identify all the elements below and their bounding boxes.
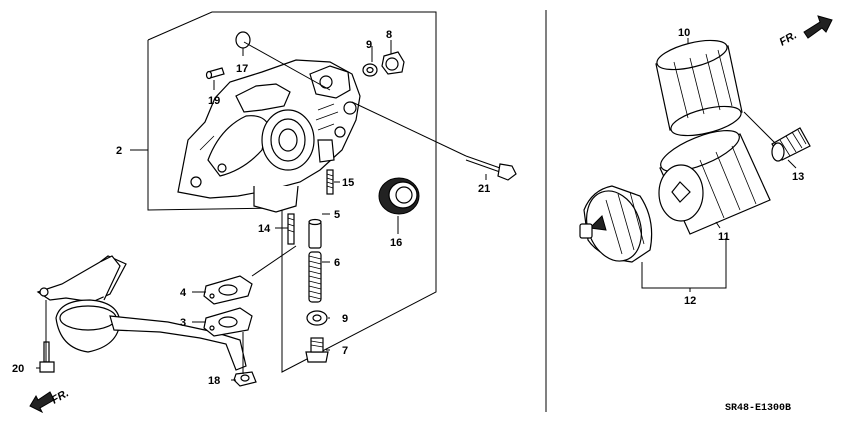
washer-9-lower — [306, 310, 328, 326]
relief-spring-6 — [308, 251, 322, 303]
callout-2: 2 — [116, 145, 122, 157]
plug-bolt-8 — [381, 51, 405, 75]
oil-seal-16 — [378, 177, 420, 215]
callout-3: 3 — [180, 317, 186, 329]
flange-3 — [203, 307, 253, 337]
callout-17: 17 — [236, 63, 248, 75]
callout-21: 21 — [478, 183, 490, 195]
oil-filter-10 — [655, 39, 743, 137]
washer-9-top — [362, 63, 378, 77]
callout-9-lower: 9 — [342, 313, 348, 325]
callout-16: 16 — [390, 237, 402, 249]
callout-15: 15 — [342, 177, 354, 189]
sealing-bolt-7 — [305, 337, 329, 363]
relief-valve-5 — [308, 218, 322, 249]
fr-direction-arrow-top: FR. — [778, 15, 833, 49]
filter-cap-12 — [579, 185, 653, 263]
callout-13: 13 — [792, 171, 804, 183]
drawing-code: SR48-E1300B — [725, 403, 791, 414]
bolt-20 — [39, 341, 55, 373]
oil-strainer-assembly — [36, 255, 247, 371]
callout-12: 12 — [684, 295, 696, 307]
fr-direction-arrow-bottom: FR. — [29, 387, 71, 414]
callout-4: 4 — [180, 287, 187, 299]
oil-pump-body — [177, 59, 361, 213]
assembly-outline — [147, 11, 437, 373]
callout-8: 8 — [386, 29, 392, 41]
stud-bolt-15 — [326, 169, 334, 195]
callout-18: 18 — [208, 375, 220, 387]
callout-11: 11 — [718, 231, 730, 243]
callout-6: 6 — [334, 257, 340, 269]
fr-label-bottom: FR. — [50, 387, 71, 406]
callout-19: 19 — [208, 95, 220, 107]
filter-adapter-13 — [771, 127, 811, 162]
dowel-14 — [287, 213, 295, 245]
callout-10: 10 — [678, 27, 690, 39]
fr-label-top: FR. — [778, 29, 799, 48]
callout-5: 5 — [334, 209, 340, 221]
o-ring-17 — [235, 31, 251, 49]
callout-20: 20 — [12, 363, 24, 375]
dowel-pin-19 — [205, 67, 225, 80]
callout-14: 14 — [258, 223, 271, 235]
callout-9-top: 9 — [366, 39, 372, 51]
nut-18 — [233, 371, 257, 387]
flange-bolt-21 — [465, 155, 517, 181]
oil-filter-11 — [658, 130, 771, 235]
leader-lines — [36, 38, 797, 381]
callout-7: 7 — [342, 345, 348, 357]
gasket-4 — [203, 275, 253, 305]
